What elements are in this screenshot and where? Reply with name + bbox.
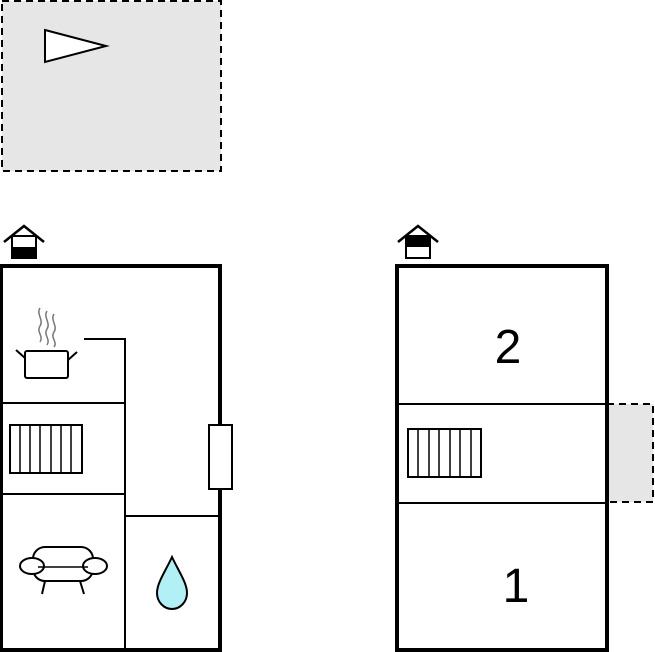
radiator-heater-icon [9, 424, 83, 474]
sofa-living-room-icon [19, 546, 108, 595]
room-number-2: 2 [495, 321, 522, 374]
house-upper-floor-icon [397, 224, 439, 259]
terrace-area [1, 0, 222, 172]
water-drop-bathroom-icon [155, 554, 189, 611]
window [208, 424, 233, 490]
compass-north-arrow-icon [44, 28, 110, 64]
radiator-heater-icon [407, 428, 482, 478]
kitchen-pot-icon [15, 307, 78, 379]
house-ground-floor-icon [3, 224, 45, 259]
balcony-area [606, 403, 654, 503]
room-number-1: 1 [503, 560, 530, 613]
